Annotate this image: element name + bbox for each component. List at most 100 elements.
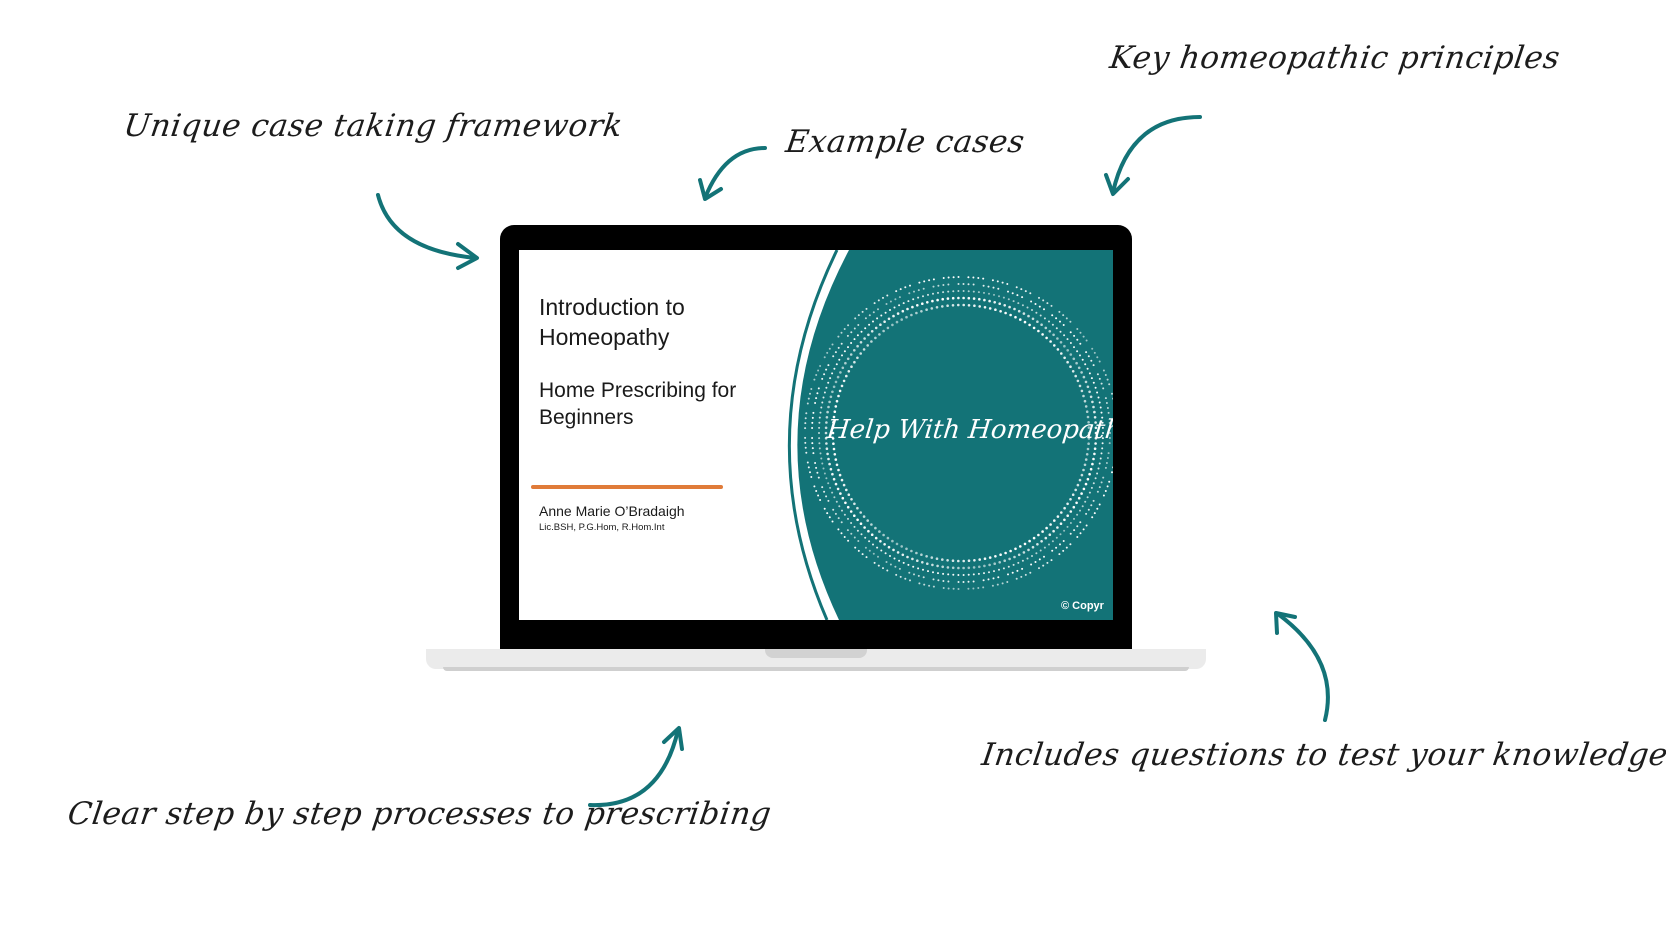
ring-dot [1104,374,1107,376]
ring-dot [856,356,859,360]
ring-dot [1101,416,1104,419]
ring-dot [1004,551,1007,555]
ring-dot [1107,452,1110,455]
ring-dot [1082,335,1085,338]
ring-dot [1030,563,1033,566]
ring-dot [1006,283,1009,285]
ring-dot [1076,513,1079,516]
ring-dot [882,567,884,570]
ring-dot [856,334,859,337]
ring-dot [1056,526,1059,529]
ring-dot [818,437,821,440]
ring-dot [828,347,831,350]
ring-dot [1023,320,1027,324]
ring-dot [1013,307,1016,311]
ring-dot [1098,486,1101,489]
ring-dot [902,302,905,305]
ring-dot [898,559,901,562]
ring-dot [1072,357,1076,361]
ring-dot [1092,405,1095,409]
ring-dot [812,411,815,414]
ring-dot [935,306,939,309]
ring-dot [1077,366,1081,370]
ring-dot [832,447,836,451]
ring-dot [1069,510,1073,513]
ring-dot [1046,302,1049,305]
ring-dot [811,421,814,424]
ring-dot [1108,421,1111,424]
ring-dot [814,462,817,464]
ring-dot [907,563,910,566]
ring-dot [928,584,931,587]
ring-dot [1038,305,1041,308]
ring-dot [831,431,835,435]
ring-dot [889,555,891,557]
ring-dot [1021,296,1024,299]
ring-dot [1059,330,1062,333]
ring-dot [834,512,837,515]
ring-dot [967,559,971,562]
ring-dot [874,326,878,330]
ring-dot [825,416,829,419]
ring-dot [1069,365,1072,368]
ring-dot [911,305,914,309]
ring-dot [811,447,814,450]
ring-dot [1028,323,1031,327]
ring-dot [1069,543,1072,546]
ring-dot [879,323,882,326]
ring-dot [1050,304,1053,307]
ring-dot [1071,493,1075,496]
ring-dot [829,377,832,380]
ring-dot [840,384,844,388]
ring-dot [1098,377,1101,380]
ring-dot [1031,309,1033,311]
ring-dot [1063,529,1066,532]
slide-divider [531,485,723,489]
ring-dot [1083,399,1087,403]
ring-dot [1076,525,1079,528]
ring-dot [1017,309,1021,313]
ring-dot [982,579,985,582]
ring-dot [804,427,807,430]
ring-dot [1085,410,1089,413]
ring-dot [840,521,843,524]
ring-dot [1043,317,1046,320]
ring-dot [1060,352,1063,355]
ring-dot [882,329,885,333]
ring-dot [1094,442,1097,445]
ring-dot [825,386,828,389]
laptop-notch [765,649,867,658]
ring-dot [832,421,835,424]
ring-dot [991,279,994,282]
ring-dot [870,340,873,343]
ring-dot [1109,432,1111,434]
ring-dot [822,467,825,470]
ring-dot [1094,431,1098,435]
ring-dot [854,546,857,549]
ring-dot [1015,286,1018,289]
ring-dot [952,587,955,590]
ring-dot [998,295,1000,298]
ring-dot [1003,559,1006,562]
ring-dot [1017,302,1020,305]
ring-dot [821,486,824,489]
ring-dot [1091,347,1094,350]
ring-dot [831,437,835,440]
ring-dot [1062,324,1065,326]
ring-dot [817,476,820,479]
ring-dot [1085,524,1088,527]
ring-dot [819,411,822,414]
ring-dot [853,360,856,364]
ring-dot [983,557,987,560]
ring-dot [1066,514,1069,517]
ring-dot [816,471,819,474]
ring-dot [1091,400,1094,404]
ring-dot [993,570,995,573]
ring-dot [827,457,830,461]
ring-dot [877,555,879,558]
ring-dot [1108,442,1111,445]
ring-dot [932,571,934,574]
ring-dot [1034,303,1037,305]
ring-dot [1031,555,1033,557]
ring-dot [861,553,864,556]
